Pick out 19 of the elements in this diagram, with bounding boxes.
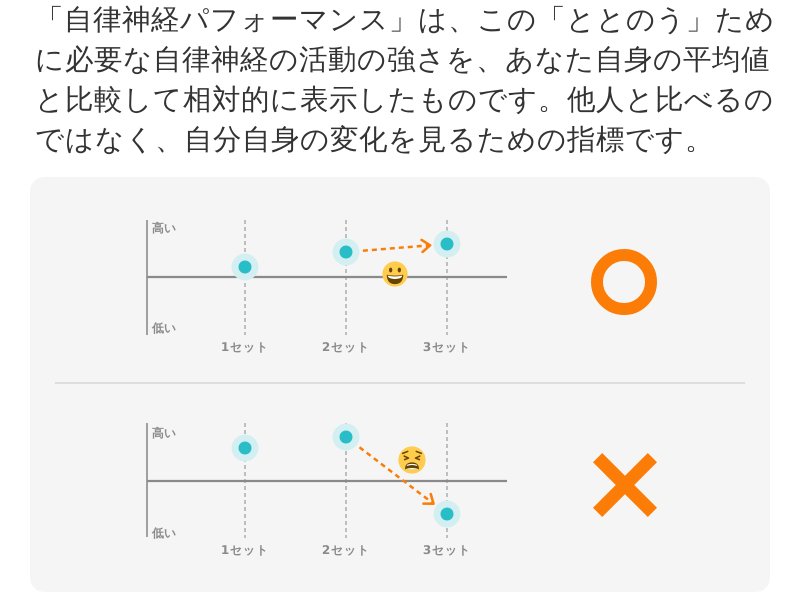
axis-label: 高い [152,221,176,235]
axis-label: 低い [152,321,176,335]
arrow [362,238,432,254]
data-point [433,500,461,528]
category-label: 1セット [220,340,270,354]
category-label: 3セット [422,340,472,354]
data-point [231,253,259,281]
category-label: 2セット [322,340,370,354]
data-point [231,434,259,462]
data-point [332,238,360,266]
category-label: 1セット [220,543,270,557]
data-point [332,423,360,451]
data-point [433,230,461,258]
arrow [358,446,435,505]
category-label: 3セット [422,543,472,557]
category-label: 2セット [322,543,370,557]
axis-label: 高い [152,426,176,440]
paragraph: 「自律神経パフォーマンス」は、この「ととのう」ために必要な自律神経の活動の強さを、あなた自身の平均値と比較して相対的に表示したものです。他人と比べるのではなく、自分自身の変化を見るための指標です。 [35,2,776,158]
axis-label: 低い [152,526,176,540]
